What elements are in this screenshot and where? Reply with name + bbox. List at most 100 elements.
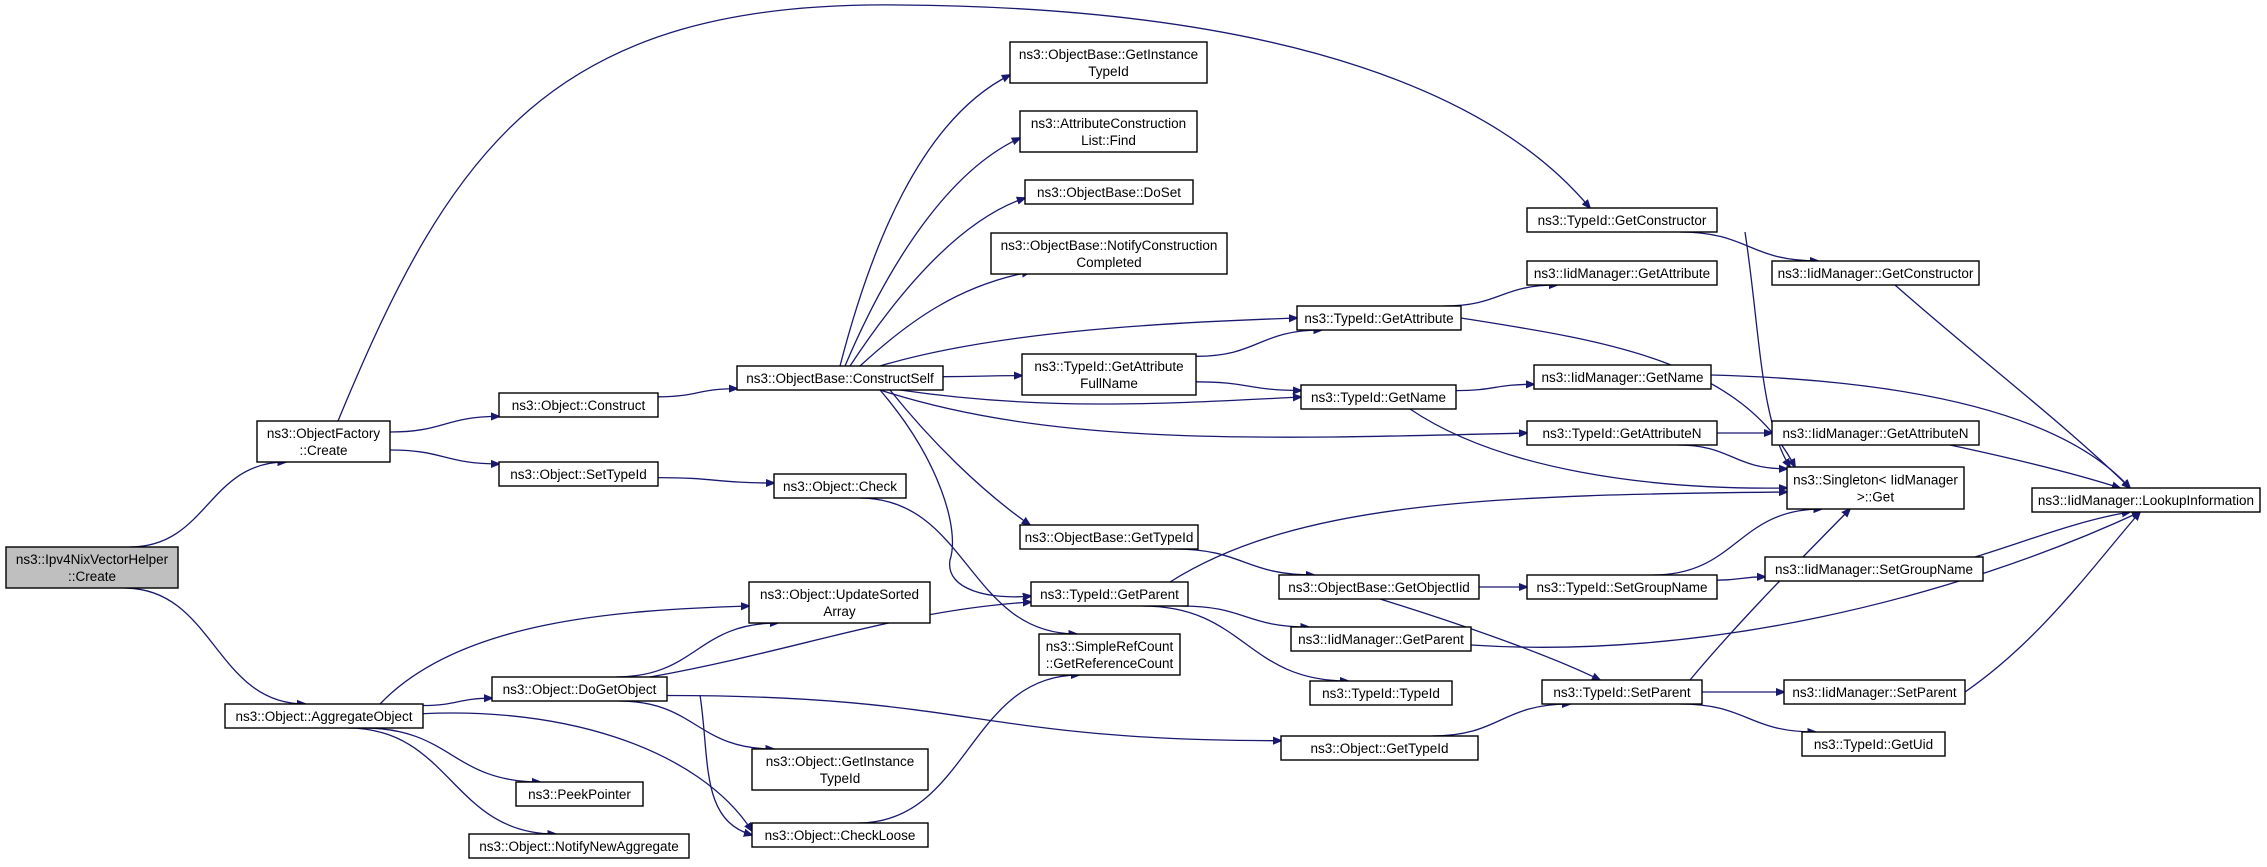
node-iid-getparent[interactable]: ns3::IidManager::GetParent xyxy=(1290,626,1472,652)
node-label: ::GetReferenceCount xyxy=(1046,656,1174,671)
node-box xyxy=(751,748,929,791)
node-dogetobject[interactable]: ns3::Object::DoGetObject xyxy=(491,676,668,702)
call-edge-ipv4nix_create-to-aggregate xyxy=(123,587,305,704)
node-box xyxy=(1300,384,1457,410)
node-tid-typeid[interactable]: ns3::TypeId::TypeId xyxy=(1309,680,1453,706)
node-box xyxy=(1290,626,1472,652)
node-notifycons[interactable]: ns3::ObjectBase::NotifyConstructionCompl… xyxy=(990,232,1228,275)
node-iid-getname[interactable]: ns3::IidManager::GetName xyxy=(1533,364,1712,390)
node-iid-setparent[interactable]: ns3::IidManager::SetParent xyxy=(1783,679,1966,705)
node-label: ns3::TypeId::GetAttribute xyxy=(1304,311,1453,326)
node-label: ::Create xyxy=(299,443,347,458)
call-edge-tid_setgroupname-to-singleton_get xyxy=(1652,509,1822,576)
node-tid-getname[interactable]: ns3::TypeId::GetName xyxy=(1300,384,1457,410)
call-edge-tid_getparent-to-singleton_get xyxy=(1169,492,1787,583)
call-edge-constructself-to-getattrfullname xyxy=(942,376,1022,377)
node-label: ns3::IidManager::SetParent xyxy=(1792,685,1957,700)
node-aggregate[interactable]: ns3::Object::AggregateObject xyxy=(224,703,424,729)
call-edge-dogetobject-to-obj_getinstancetypeid xyxy=(618,700,773,749)
node-label: ns3::ObjectBase::GetObjectIid xyxy=(1288,580,1470,595)
node-tid-getparent[interactable]: ns3::TypeId::GetParent xyxy=(1030,581,1189,607)
node-ob-gettypeid[interactable]: ns3::ObjectBase::GetTypeId xyxy=(1019,524,1199,550)
node-label: ns3::Object::Check xyxy=(783,479,897,494)
node-tid-setparent[interactable]: ns3::TypeId::SetParent xyxy=(1541,679,1703,705)
node-object-check[interactable]: ns3::Object::Check xyxy=(773,473,907,499)
call-edge-iid_getparent-to-iid_lookup xyxy=(1470,512,2140,648)
node-label: ns3::Object::DoGetObject xyxy=(503,682,657,697)
node-tid-getuid[interactable]: ns3::TypeId::GetUid xyxy=(1801,731,1946,757)
call-edge-constructself-to-tid_getparent xyxy=(879,389,1031,597)
node-ob-getobjectiid[interactable]: ns3::ObjectBase::GetObjectIid xyxy=(1278,574,1480,600)
node-tid-getattributen[interactable]: ns3::TypeId::GetAttributeN xyxy=(1526,420,1718,446)
node-label: ns3::IidManager::GetAttributeN xyxy=(1782,426,1968,441)
node-construct[interactable]: ns3::Object::Construct xyxy=(498,392,659,418)
call-edge-tid_getattributen-to-singleton_get xyxy=(1677,444,1787,469)
node-label: ns3::Object::AggregateObject xyxy=(235,709,412,724)
node-constructself[interactable]: ns3::ObjectBase::ConstructSelf xyxy=(736,365,944,391)
call-edge-constructself-to-getinstancetypeid_ob xyxy=(839,75,1010,367)
call-edge-objfactory_create-to-construct xyxy=(389,416,499,433)
node-label: ns3::Object::SetTypeId xyxy=(510,467,647,482)
node-label: ns3::Object::GetTypeId xyxy=(1310,741,1448,756)
node-tid-setgroupname[interactable]: ns3::TypeId::SetGroupName xyxy=(1526,574,1718,600)
node-ipv4nix-create[interactable]: ns3::Ipv4NixVectorHelper::Create xyxy=(5,546,179,589)
call-edge-dogetobject-to-tid_getparent xyxy=(649,602,1031,678)
call-edge-iid_setgroupname-to-iid_lookup xyxy=(1974,512,2130,558)
call-edge-iid_getconstructor-to-iid_lookup xyxy=(1894,284,2130,488)
node-label: ns3::Object::NotifyNewAggregate xyxy=(479,839,679,854)
node-tid-getattribute[interactable]: ns3::TypeId::GetAttribute xyxy=(1296,305,1462,331)
call-edge-object_check-to-simplerefcount xyxy=(859,497,1076,634)
call-edge-tid_getconstructor-to-iid_getconstructor xyxy=(1679,231,1818,261)
node-tid-getconstructor[interactable]: ns3::TypeId::GetConstructor xyxy=(1526,207,1718,233)
node-box xyxy=(1038,633,1181,676)
node-iid-getconstructor[interactable]: ns3::IidManager::GetConstructor xyxy=(1771,260,1980,286)
node-label: ns3::AttributeConstruction xyxy=(1031,116,1186,131)
node-singleton-get[interactable]: ns3::Singleton< IidManager>::Get xyxy=(1786,466,1965,510)
node-iid-getattribute[interactable]: ns3::IidManager::GetAttribute xyxy=(1526,260,1718,286)
node-label: ns3::ObjectBase::ConstructSelf xyxy=(746,371,934,386)
node-box xyxy=(1019,110,1198,153)
node-box xyxy=(491,676,668,702)
node-label: ns3::TypeId::SetGroupName xyxy=(1536,580,1707,595)
node-box xyxy=(1771,420,1980,446)
node-label: >::Get xyxy=(1857,490,1894,505)
node-peekpointer[interactable]: ns3::PeekPointer xyxy=(515,781,644,807)
node-label: ns3::IidManager::LookupInformation xyxy=(2038,493,2254,508)
node-objfactory-create[interactable]: ns3::ObjectFactory::Create xyxy=(256,420,391,463)
node-label: ns3::Singleton< IidManager xyxy=(1793,473,1958,488)
call-edge-tid_getname-to-iid_getname xyxy=(1455,384,1534,392)
node-label: ns3::Object::GetInstance xyxy=(766,754,915,769)
call-edge-dogetobject-to-updatesorted xyxy=(615,623,778,678)
node-label: ns3::TypeId::GetParent xyxy=(1040,587,1179,602)
node-label: ns3::IidManager::GetConstructor xyxy=(1778,266,1974,281)
node-simplerefcount[interactable]: ns3::SimpleRefCount::GetReferenceCount xyxy=(1038,633,1181,676)
node-iid-setgroupname[interactable]: ns3::IidManager::SetGroupName xyxy=(1764,556,1984,582)
call-edge-tid_getattribute-to-singleton_get xyxy=(1460,317,1795,467)
node-box xyxy=(1541,679,1703,705)
call-edge-iid_getname-to-iid_lookup xyxy=(1710,374,2130,488)
call-edges xyxy=(123,4,2140,835)
node-box xyxy=(1019,524,1199,550)
node-notifynewagg[interactable]: ns3::Object::NotifyNewAggregate xyxy=(468,833,690,859)
node-box xyxy=(1526,260,1718,286)
node-box xyxy=(1278,574,1480,600)
node-box xyxy=(1296,305,1462,331)
node-label: ns3::ObjectBase::GetTypeId xyxy=(1025,530,1194,545)
node-iid-lookup[interactable]: ns3::IidManager::LookupInformation xyxy=(2031,487,2261,513)
node-obj-gettypeid[interactable]: ns3::Object::GetTypeId xyxy=(1280,735,1479,761)
node-box xyxy=(1801,731,1946,757)
node-label: ns3::TypeId::GetName xyxy=(1311,390,1446,405)
node-iid-getattributen[interactable]: ns3::IidManager::GetAttributeN xyxy=(1771,420,1980,446)
node-checkloose[interactable]: ns3::Object::CheckLoose xyxy=(751,822,929,848)
call-edge-getattrfullname-to-tid_getname xyxy=(1195,381,1301,391)
node-label: ns3::Object::CheckLoose xyxy=(765,828,916,843)
node-settypeid[interactable]: ns3::Object::SetTypeId xyxy=(498,461,659,487)
node-box xyxy=(1526,574,1718,600)
node-box xyxy=(1024,179,1194,205)
node-doset[interactable]: ns3::ObjectBase::DoSet xyxy=(1024,179,1194,205)
